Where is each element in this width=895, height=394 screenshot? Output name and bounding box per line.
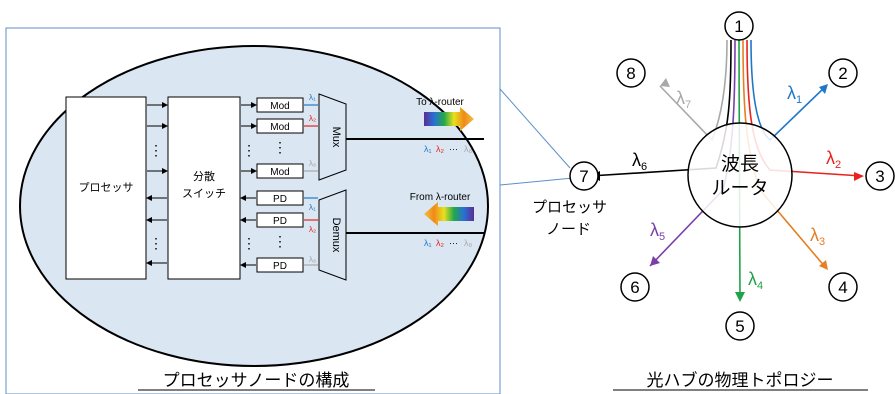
mod-boxes: Mod Mod ⋮ Mod xyxy=(256,97,304,179)
lambda-seq-upper: λ₁ λ₂ ··· λ₈ xyxy=(424,144,473,154)
lambda-labels: λ1 λ2 λ3 λ4 λ5 λ6 λ7 xyxy=(632,83,841,292)
svg-text:λ₈: λ₈ xyxy=(464,238,473,248)
lambda-7-label: λ7 xyxy=(676,88,691,111)
svg-text:λ₁: λ₁ xyxy=(309,203,316,212)
callout-line-top xyxy=(499,88,571,169)
pd-label-1: PD xyxy=(273,194,287,205)
mod-label-2: Mod xyxy=(270,122,289,133)
switch-label-line1: 分散 xyxy=(193,169,215,183)
lambda-2-label: λ2 xyxy=(826,148,841,171)
svg-text:λ₁: λ₁ xyxy=(309,93,316,102)
svg-text:λ₈: λ₈ xyxy=(309,255,316,264)
node-6: 6 xyxy=(620,272,650,302)
svg-text:λ₈: λ₈ xyxy=(464,144,473,154)
svg-text:8: 8 xyxy=(626,64,635,83)
lambda-3-label: λ3 xyxy=(810,225,825,248)
svg-text:λ₂: λ₂ xyxy=(436,238,445,248)
svg-text:λ₁: λ₁ xyxy=(424,144,432,154)
svg-text:λ₁: λ₁ xyxy=(424,238,432,248)
mod-label-8: Mod xyxy=(270,167,289,178)
router-nodes: 1 2 3 4 5 6 7 xyxy=(569,11,895,341)
svg-text:5: 5 xyxy=(735,317,744,336)
lambda-4-label: λ4 xyxy=(748,269,763,292)
to-router-label: To λ-router xyxy=(416,97,464,108)
processor-node-label-line2: ノード xyxy=(546,220,591,238)
processor-box xyxy=(65,96,147,280)
demux-block xyxy=(318,189,347,281)
left-caption: プロセッサノードの構成 xyxy=(163,371,350,391)
wavelength-router xyxy=(687,122,793,228)
svg-text:4: 4 xyxy=(838,278,847,297)
svg-text:···: ··· xyxy=(449,144,458,154)
lambda-5-label: λ5 xyxy=(650,220,665,243)
from-router-label: From λ-router xyxy=(410,192,471,203)
hub-topology-panel: 波長 ルータ λ1 λ2 λ3 λ4 λ5 λ6 λ7 1 2 xyxy=(532,11,895,391)
svg-text:λ₂: λ₂ xyxy=(309,225,316,234)
ellipsis-upper-mid: ⋮ xyxy=(242,142,256,158)
node-1: 1 xyxy=(724,11,754,41)
incoming-spectrum-arrow xyxy=(424,202,474,226)
pd-boxes: PD PD ⋮ PD xyxy=(256,190,304,273)
ellipsis-pd: ⋮ xyxy=(273,233,287,249)
mod-mux-arrows xyxy=(304,104,318,266)
pd-label-2: PD xyxy=(273,216,287,227)
processor-node-label-line1: プロセッサ xyxy=(532,198,607,216)
small-lambda-labels: λ₁ λ₂ λ₈ λ₁ λ₂ λ₈ xyxy=(309,93,316,264)
node-3: 3 xyxy=(865,161,895,191)
svg-text:···: ··· xyxy=(449,238,458,248)
router-label-line1: 波長 xyxy=(721,153,759,175)
svg-text:λ₂: λ₂ xyxy=(436,144,445,154)
demux-label: Demux xyxy=(330,218,342,253)
processor-switch-arrows xyxy=(146,102,168,266)
node-4: 4 xyxy=(828,272,858,302)
node-8: 8 xyxy=(616,58,646,88)
svg-text:3: 3 xyxy=(875,167,884,186)
lambda-6-label: λ6 xyxy=(632,150,647,173)
mux-block xyxy=(318,93,347,181)
lambda-seq-lower: λ₁ λ₂ ··· λ₈ xyxy=(424,238,473,248)
ellipsis-mod: ⋮ xyxy=(273,139,287,155)
callout-line-bottom xyxy=(499,177,574,186)
svg-text:λ₈: λ₈ xyxy=(309,159,316,168)
switch-mod-arrows xyxy=(240,102,257,268)
svg-text:7: 7 xyxy=(579,167,588,186)
router-label-line2: ルータ xyxy=(711,177,768,199)
pd-label-8: PD xyxy=(273,261,287,272)
node-2: 2 xyxy=(828,58,858,88)
mod-label-1: Mod xyxy=(270,101,289,112)
mux-label: Mux xyxy=(330,127,342,148)
switch-box xyxy=(167,96,241,280)
svg-text:λ₂: λ₂ xyxy=(309,114,316,123)
ellipsis-lower-mid: ⋮ xyxy=(242,235,256,251)
svg-text:1: 1 xyxy=(734,17,743,36)
right-caption: 光ハブの物理トポロジー xyxy=(647,370,834,391)
processor-label: プロセッサ xyxy=(79,181,134,194)
svg-text:2: 2 xyxy=(838,64,847,83)
processor-node-panel: プロセッサ 分散 スイッチ ⋮ ⋮ ⋮ ⋮ Mod xyxy=(5,27,501,394)
node-7: 7 xyxy=(569,161,599,191)
switch-label-line2: スイッチ xyxy=(182,187,226,200)
lambda-1-label: λ1 xyxy=(787,83,802,106)
svg-text:6: 6 xyxy=(630,278,639,297)
node-5: 5 xyxy=(725,311,755,341)
ellipsis-lower-left: ⋮ xyxy=(149,235,163,251)
ellipsis-upper-left: ⋮ xyxy=(149,142,163,158)
outgoing-spectrum-arrow xyxy=(424,107,474,131)
